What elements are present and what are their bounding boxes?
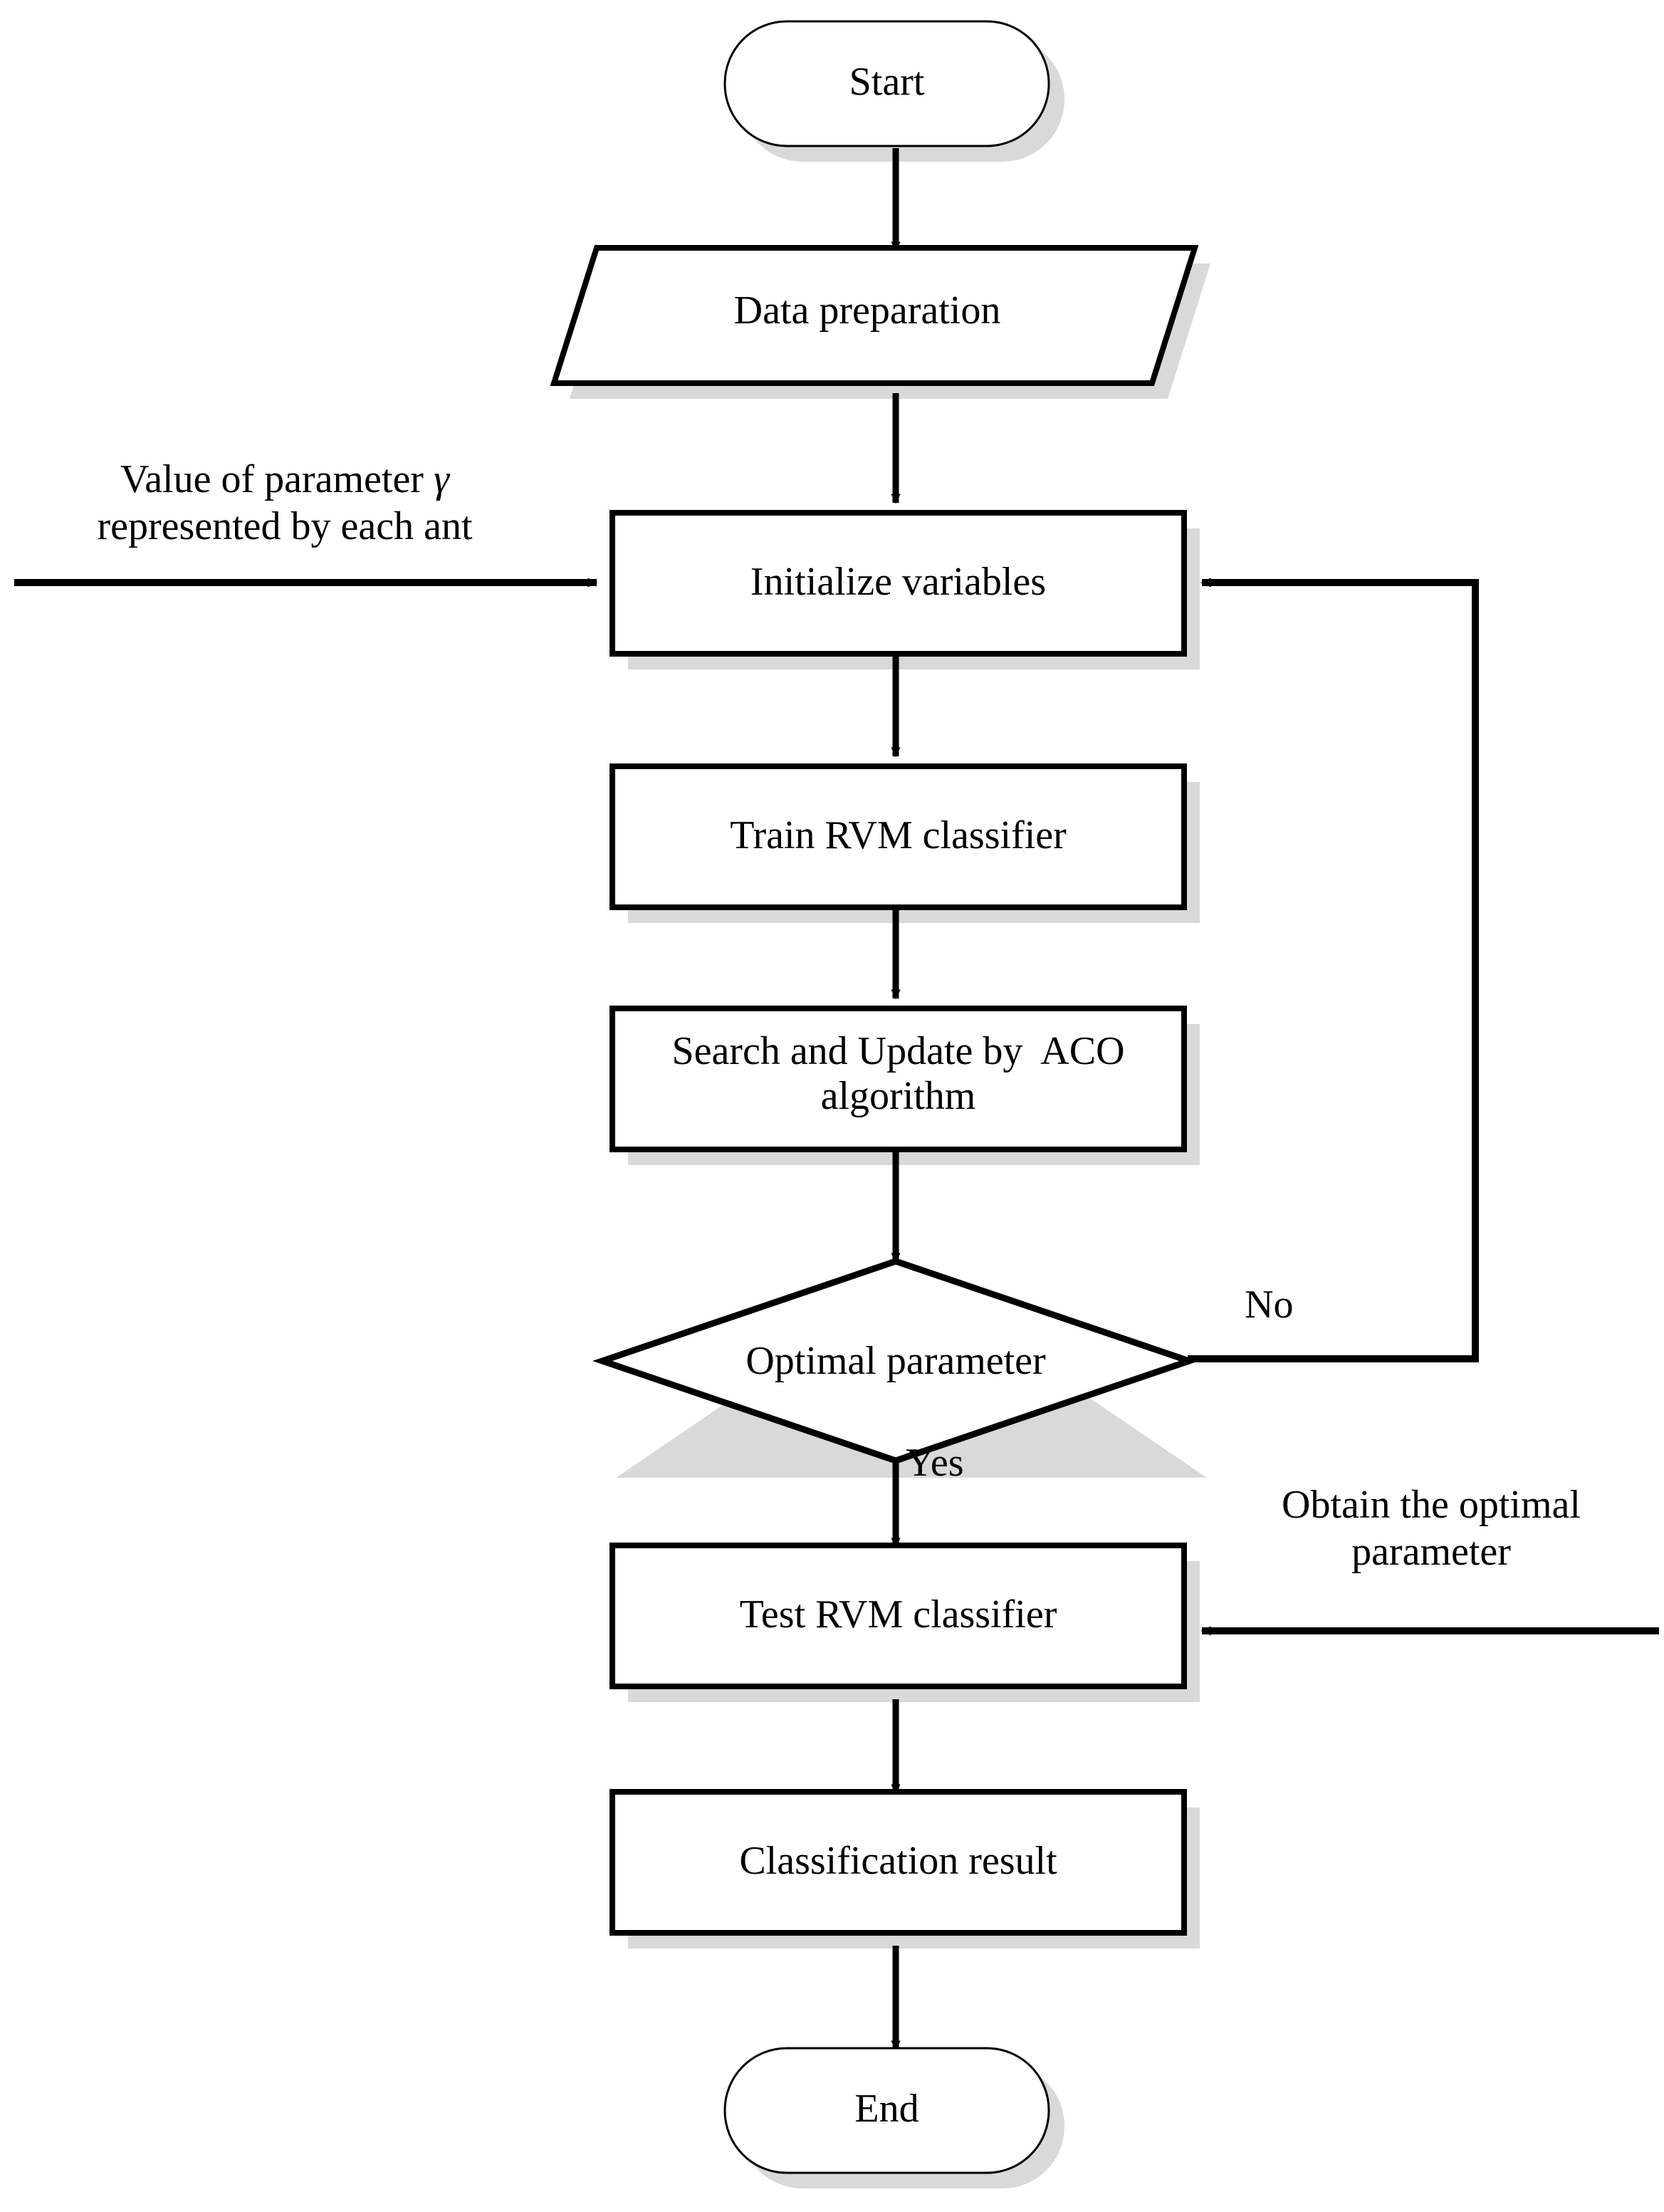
node-end-shape[interactable] (723, 2047, 1050, 2174)
edge-label-yes: Yes (906, 1441, 964, 1485)
node-result-shape[interactable] (609, 1789, 1187, 1936)
annotation-left-line2: represented by each ant (97, 504, 473, 549)
node-start-shape[interactable] (723, 20, 1050, 147)
node-start-label: Start (849, 60, 925, 104)
node-data-preparation-label: Data preparation (733, 288, 1001, 333)
node-data-preparation-shape[interactable] (550, 245, 1199, 386)
node-initialize-label: Initialize variables (750, 560, 1047, 604)
annotation-right-line2: parameter (1351, 1530, 1511, 1575)
node-decision-label: Optimal parameter (745, 1339, 1046, 1383)
annotation-left-line1-prefix: Value of parameter (120, 457, 434, 501)
annotation-left-gamma-symbol: γ (433, 457, 450, 501)
node-train-label: Train RVM classifier (730, 813, 1067, 857)
node-decision-shape[interactable] (592, 1258, 1199, 1464)
edge-decision-no-loopback (1188, 578, 1479, 1362)
node-result-label: Classification result (739, 1839, 1057, 1883)
node-aco-label-line1: Search and Update by ACO (671, 1029, 1125, 1073)
node-test-label: Test RVM classifier (739, 1592, 1057, 1637)
node-test-shape[interactable] (609, 1543, 1187, 1689)
node-aco-shape[interactable] (609, 1006, 1187, 1152)
node-initialize-shape[interactable] (609, 510, 1187, 657)
node-aco-label-line2: algorithm (820, 1073, 976, 1118)
node-outlines (550, 20, 1199, 2174)
node-end-label: End (854, 2087, 919, 2131)
node-train-shape[interactable] (609, 763, 1187, 910)
edge-label-no: No (1245, 1283, 1294, 1327)
annotation-right-line1: Obtain the optimal (1282, 1483, 1581, 1527)
connectors (14, 148, 1659, 2051)
